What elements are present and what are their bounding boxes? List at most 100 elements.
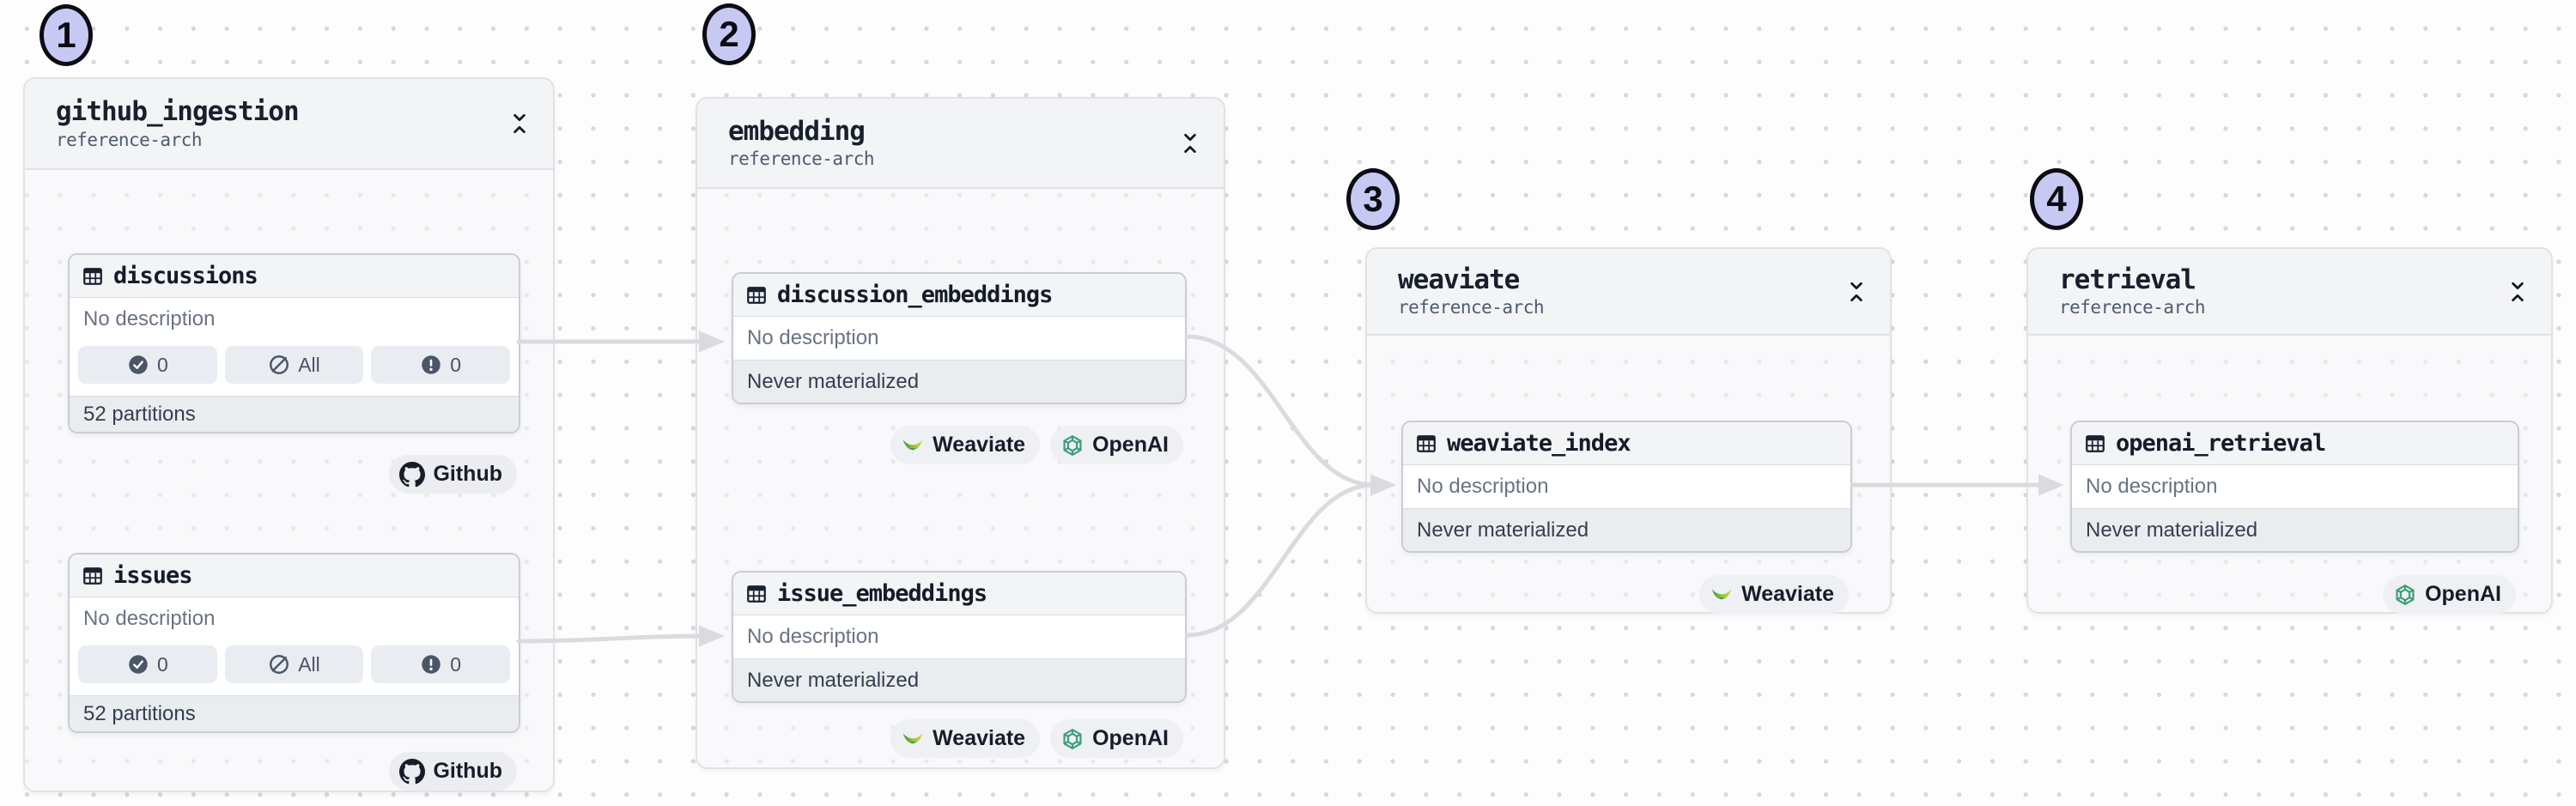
- asset-tags-weaviate-index: Weaviate: [1699, 575, 1849, 614]
- kind-tag-label: Github: [433, 462, 502, 486]
- asset-tags-discussion-embeddings: Weaviate OpenAI: [890, 426, 1183, 464]
- missing-partitions-pill[interactable]: All: [224, 645, 364, 683]
- group-titles: retrieval reference-arch: [2059, 264, 2206, 318]
- pill-value: 0: [450, 353, 462, 376]
- kind-tag-github[interactable]: Github: [389, 455, 517, 494]
- kind-tag-label: OpenAI: [1092, 433, 1169, 457]
- kind-tag-github[interactable]: Github: [389, 752, 517, 791]
- kind-tag-openai[interactable]: OpenAI: [1050, 426, 1183, 464]
- slash-circle-icon: [270, 655, 289, 674]
- table-icon: [2086, 434, 2105, 452]
- annotation-number: 2: [719, 14, 739, 54]
- alert-circle-icon: [422, 655, 441, 674]
- asset-card-issue-embeddings[interactable]: issue_embeddings No description Never ma…: [732, 571, 1187, 703]
- github-icon: [399, 461, 426, 487]
- kind-tag-openai[interactable]: OpenAI: [1050, 719, 1183, 758]
- failed-count-pill[interactable]: 0: [371, 346, 511, 384]
- annotation-circle-1: 1: [39, 4, 93, 66]
- asset-group-github-ingestion: github_ingestion reference-arch discussi…: [23, 77, 555, 792]
- asset-partitions-footer: 52 partitions: [70, 695, 519, 731]
- materialized-count-pill[interactable]: 0: [78, 645, 217, 683]
- asset-card-header: discussion_embeddings: [733, 274, 1185, 317]
- kind-tag-label: Weaviate: [1741, 582, 1834, 606]
- asset-name: openai_retrieval: [2116, 430, 2326, 457]
- asset-description: No description: [70, 597, 519, 640]
- asset-card-header: issue_embeddings: [733, 573, 1185, 615]
- asset-name: discussion_embeddings: [777, 282, 1053, 308]
- collapse-group-button[interactable]: [2506, 279, 2529, 305]
- openai-icon: [2396, 584, 2415, 605]
- materialized-count-pill[interactable]: 0: [78, 346, 217, 384]
- kind-tag-weaviate[interactable]: Weaviate: [890, 426, 1041, 464]
- collapse-group-button[interactable]: [1845, 279, 1868, 305]
- collapse-group-button[interactable]: [508, 111, 531, 136]
- group-header-embedding[interactable]: embedding reference-arch: [697, 99, 1224, 189]
- asset-name: discussions: [113, 263, 258, 289]
- asset-card-header: discussions: [70, 255, 519, 298]
- asset-tags-issues: Github: [389, 752, 517, 791]
- group-header-weaviate[interactable]: weaviate reference-arch: [1367, 249, 1890, 336]
- weaviate-icon: [902, 439, 923, 450]
- asset-partitions-footer: 52 partitions: [70, 396, 519, 432]
- annotation-circle-2: 2: [702, 3, 756, 65]
- annotation-number: 3: [1363, 179, 1383, 219]
- group-titles: embedding reference-arch: [728, 115, 875, 170]
- kind-tag-label: OpenAI: [1092, 726, 1169, 750]
- pill-value: 0: [156, 652, 168, 676]
- table-icon: [83, 267, 102, 285]
- asset-description: No description: [733, 615, 1185, 658]
- pill-value: All: [298, 652, 320, 676]
- asset-card-openai-retrieval[interactable]: openai_retrieval No description Never ma…: [2070, 421, 2519, 553]
- weaviate-icon: [902, 732, 923, 743]
- kind-tag-weaviate[interactable]: Weaviate: [890, 719, 1041, 758]
- asset-tags-issue-embeddings: Weaviate OpenAI: [890, 719, 1183, 758]
- pill-value: 0: [156, 353, 168, 376]
- group-title: weaviate: [1398, 264, 1520, 295]
- asset-card-weaviate-index[interactable]: weaviate_index No description Never mate…: [1401, 421, 1852, 553]
- asset-description: No description: [2072, 465, 2518, 508]
- group-titles: weaviate reference-arch: [1398, 264, 1545, 318]
- kind-tag-label: Weaviate: [933, 726, 1026, 750]
- asset-card-header: issues: [70, 555, 519, 597]
- group-titles: github_ingestion reference-arch: [56, 96, 300, 150]
- collapse-chevrons-icon: [2512, 282, 2524, 301]
- kind-tag-weaviate[interactable]: Weaviate: [1699, 575, 1849, 614]
- asset-description: No description: [733, 317, 1185, 360]
- pill-value: All: [298, 353, 320, 376]
- table-icon: [1417, 434, 1436, 452]
- asset-card-issues[interactable]: issues No description 0 All: [68, 553, 520, 733]
- group-header-github-ingestion[interactable]: github_ingestion reference-arch: [25, 79, 553, 170]
- asset-name: issue_embeddings: [777, 580, 987, 607]
- group-title: retrieval: [2059, 264, 2196, 295]
- kind-tag-openai[interactable]: OpenAI: [2383, 575, 2516, 614]
- asset-name: weaviate_index: [1447, 430, 1631, 457]
- asset-card-discussion-embeddings[interactable]: discussion_embeddings No description Nev…: [732, 272, 1187, 404]
- missing-partitions-pill[interactable]: All: [224, 346, 364, 384]
- weaviate-icon: [1711, 588, 1732, 599]
- annotation-circle-3: 3: [1346, 168, 1400, 230]
- asset-description: No description: [70, 298, 519, 341]
- collapse-group-button[interactable]: [1179, 130, 1201, 156]
- slash-circle-icon: [270, 355, 289, 374]
- pill-value: 0: [450, 652, 462, 676]
- openai-icon: [1063, 434, 1082, 456]
- group-subtitle: reference-arch: [1398, 297, 1545, 318]
- asset-card-discussions[interactable]: discussions No description 0 All: [68, 253, 520, 433]
- group-subtitle: reference-arch: [56, 129, 203, 150]
- group-subtitle: reference-arch: [728, 148, 875, 170]
- kind-tag-label: Github: [433, 759, 502, 783]
- asset-group-retrieval: retrieval reference-arch openai_retrieva…: [2026, 247, 2553, 614]
- partition-status-pills: 0 All 0: [70, 341, 519, 396]
- group-header-retrieval[interactable]: retrieval reference-arch: [2028, 249, 2551, 336]
- asset-group-weaviate: weaviate reference-arch weaviate_index N…: [1365, 247, 1892, 614]
- kind-tag-label: Weaviate: [933, 433, 1026, 457]
- alert-circle-icon: [422, 355, 441, 374]
- collapse-chevrons-icon: [513, 113, 526, 134]
- group-title: embedding: [728, 115, 866, 147]
- asset-card-header: weaviate_index: [1403, 422, 1850, 465]
- group-title: github_ingestion: [56, 96, 300, 128]
- asset-status-footer: Never materialized: [733, 360, 1185, 403]
- table-icon: [747, 286, 766, 304]
- failed-count-pill[interactable]: 0: [371, 645, 511, 683]
- asset-status-footer: Never materialized: [733, 658, 1185, 701]
